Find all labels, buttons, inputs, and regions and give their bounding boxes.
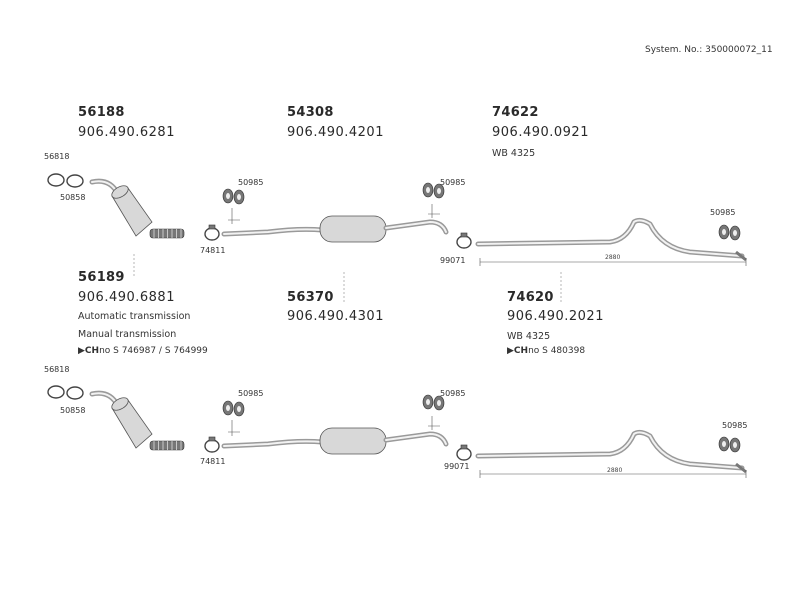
rear-clamp-bolt — [460, 232, 468, 238]
upper-hanger-c-callout: 50985 — [710, 208, 736, 217]
middle-muffler — [319, 427, 387, 455]
front-upper-part-number: 56188 — [78, 105, 125, 120]
lower-ring-callout: 50858 — [60, 406, 86, 415]
rear-lower-part-number: 74620 — [507, 290, 554, 305]
rear-lower-chassis-prefix: CH — [513, 346, 529, 356]
front-lower-note-automatic: Automatic transmission — [78, 311, 191, 322]
front-lower-chassis-prefix: CH — [84, 346, 100, 356]
lower-length-dimension: 2880 — [607, 467, 623, 474]
rear-upper-note: WB 4325 — [492, 148, 536, 159]
lower-clamp-b-callout: 99071 — [444, 462, 470, 471]
middle-pipe-out-highlight — [385, 433, 447, 445]
rear-clamp-bolt — [460, 444, 468, 450]
lower-hanger-a-callout: 50985 — [238, 389, 264, 398]
exhaust-row-2 — [47, 385, 747, 478]
flex-pipe — [149, 228, 185, 239]
rear-lower-chassis-note: ▶CHno S 480398 — [507, 346, 585, 356]
lower-clamp-callout: 74811 — [200, 457, 226, 466]
upper-clamp-callout: 74811 — [200, 246, 226, 255]
middle-pipe-out-highlight — [385, 221, 447, 233]
front-lower-chassis-text: no S 746987 / S 764999 — [99, 346, 208, 356]
front-lower-oe-number: 906.490.6881 — [78, 290, 175, 305]
chassis-arrow-icon: ▶ — [507, 346, 514, 356]
lower-hanger-b-callout: 50985 — [440, 389, 466, 398]
hanger-rear-hole-1 — [722, 441, 726, 447]
hanger-front-hole-1 — [226, 193, 230, 199]
middle-pipe-in-highlight — [223, 440, 323, 447]
mid-upper-oe-number: 906.490.4201 — [287, 125, 384, 140]
hanger-mid-hole-2 — [437, 188, 441, 194]
gasket-ring — [47, 385, 65, 399]
rear-lower-note: WB 4325 — [507, 331, 551, 342]
hanger-mid-hole-1 — [426, 187, 430, 193]
tail-pipe-highlight — [477, 219, 743, 257]
mid-lower-part-number: 56370 — [287, 290, 334, 305]
front-lower-note-manual: Manual transmission — [78, 329, 177, 340]
upper-gasket-callout: 56818 — [44, 152, 70, 161]
hanger-bracket-mid — [428, 204, 440, 218]
tail-pipe — [475, 429, 745, 471]
hanger-front-hole-2 — [237, 406, 241, 412]
rear-clamp-ring — [456, 447, 472, 461]
front-clamp-bolt — [208, 224, 216, 230]
upper-clamp-b-callout: 99071 — [440, 256, 466, 265]
seal-ring — [66, 174, 84, 188]
tail-pipe-tip — [735, 462, 747, 474]
lower-hanger-c-callout: 50985 — [722, 421, 748, 430]
length-dimension-line — [479, 258, 747, 266]
rear-upper-part-number: 74622 — [492, 105, 539, 120]
rear-lower-chassis-text: no S 480398 — [528, 346, 586, 356]
tail-pipe-tip — [735, 250, 747, 262]
upper-length-dimension: 2880 — [605, 254, 621, 261]
hanger-bracket-mid — [428, 416, 440, 430]
hanger-front-hole-2 — [237, 194, 241, 200]
front-upper-oe-number: 906.490.6281 — [78, 125, 175, 140]
hanger-mid-hole-2 — [437, 400, 441, 406]
front-clamp-ring — [204, 439, 220, 453]
front-clamp-bolt — [208, 436, 216, 442]
mid-upper-part-number: 54308 — [287, 105, 334, 120]
seal-ring — [66, 386, 84, 400]
hanger-rear-hole-2 — [733, 230, 737, 236]
system-number: System. No.: 350000072_11 — [645, 45, 773, 55]
hanger-rear-hole-1 — [722, 229, 726, 235]
rear-lower-oe-number: 906.490.2021 — [507, 309, 604, 324]
hanger-bracket-front — [228, 208, 240, 224]
hanger-rear-hole-2 — [733, 442, 737, 448]
converter-inlet-flange — [111, 185, 129, 199]
lower-gasket-callout: 56818 — [44, 365, 70, 374]
chassis-arrow-icon: ▶ — [78, 346, 85, 356]
tail-pipe-highlight — [477, 431, 743, 469]
front-lower-chassis-note: ▶CHno S 746987 / S 764999 — [78, 346, 208, 356]
hanger-front-hole-1 — [226, 405, 230, 411]
mid-lower-oe-number: 906.490.4301 — [287, 309, 384, 324]
hanger-bracket-front — [228, 420, 240, 436]
flex-pipe — [149, 440, 185, 451]
exhaust-row-1 — [47, 173, 747, 266]
hanger-mid-hole-1 — [426, 399, 430, 405]
upper-hanger-b-callout: 50985 — [440, 178, 466, 187]
tail-pipe — [475, 217, 745, 259]
upper-hanger-a-callout: 50985 — [238, 178, 264, 187]
middle-pipe-in-highlight — [223, 228, 323, 235]
converter-inlet-flange — [111, 397, 129, 411]
gasket-ring — [47, 173, 65, 187]
upper-ring-callout: 50858 — [60, 193, 86, 202]
rear-clamp-ring — [456, 235, 472, 249]
length-dimension-line — [479, 470, 747, 478]
rear-upper-oe-number: 906.490.0921 — [492, 125, 589, 140]
front-lower-part-number: 56189 — [78, 270, 125, 285]
middle-muffler — [319, 215, 387, 243]
front-clamp-ring — [204, 227, 220, 241]
